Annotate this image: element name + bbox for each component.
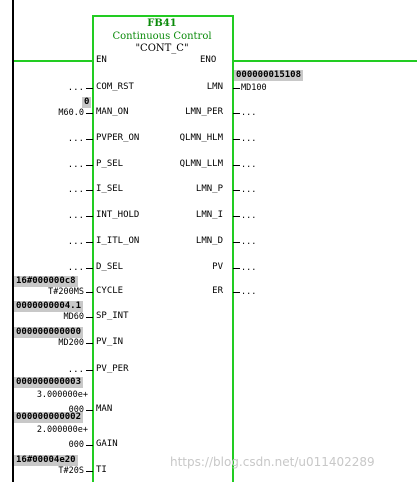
param-i-sel[interactable]: ... — [67, 185, 84, 195]
value-sp-int: 0000000004.1 — [14, 301, 84, 312]
param-ti[interactable]: T#20S — [58, 466, 84, 476]
pin-man-on: MAN_ON — [96, 107, 129, 117]
value-cycle: 16#000000c8 — [14, 276, 78, 287]
pin-connector — [86, 445, 93, 446]
pin-gain: GAIN — [96, 439, 118, 449]
param-qlmn-llm[interactable]: ... — [241, 160, 257, 170]
pin-connector — [86, 165, 93, 166]
pin-pvper-on: PVPER_ON — [96, 133, 140, 143]
param-lmn[interactable]: MD100 — [241, 83, 267, 93]
param-d-sel[interactable]: ... — [67, 263, 84, 273]
param-int-hold[interactable]: ... — [67, 211, 84, 221]
pin-cycle: CYCLE — [96, 286, 124, 296]
pin-ti: TI — [96, 465, 107, 475]
pin-connector — [86, 190, 93, 191]
param-gain-exp[interactable]: 000 — [68, 440, 84, 450]
eno-flow-line — [232, 60, 417, 62]
value-man-on: 0 — [82, 97, 92, 108]
pin-lmn: LMN — [206, 82, 223, 92]
left-power-rail — [12, 0, 14, 482]
pin-qlmn-llm: QLMN_LLM — [179, 159, 223, 169]
block-top-border — [92, 15, 234, 17]
watermark-text: https://blog.csdn.net/u011402289 — [170, 455, 375, 469]
param-pv[interactable]: ... — [241, 263, 257, 273]
param-pv-in[interactable]: MD200 — [58, 338, 84, 348]
pin-lmn-i: LMN_I — [195, 210, 223, 220]
block-description: Continuous Control — [112, 31, 212, 42]
pin-connector — [233, 190, 240, 191]
pin-connector — [233, 268, 240, 269]
block-right-border — [232, 15, 234, 482]
param-er[interactable]: ... — [241, 287, 257, 297]
pin-connector — [233, 139, 240, 140]
param-pv-per[interactable]: ... — [67, 365, 84, 375]
pin-connector — [86, 216, 93, 217]
pin-connector — [86, 113, 93, 114]
pin-connector — [233, 88, 240, 89]
param-p-sel[interactable]: ... — [67, 160, 84, 170]
pin-lmn-d: LMN_D — [195, 236, 223, 246]
param-lmn-p[interactable]: ... — [241, 185, 257, 195]
param-qlmn-hlm[interactable]: ... — [241, 134, 257, 144]
pin-p-sel: P_SEL — [96, 159, 124, 169]
value-pv-in: 000000000000 — [14, 327, 84, 338]
param-man-on[interactable]: M60.0 — [58, 108, 84, 118]
pin-i-itl-on: I_ITL_ON — [96, 236, 140, 246]
pin-connector — [86, 139, 93, 140]
pin-pv-in: PV_IN — [96, 337, 124, 347]
block-name: FB41 — [147, 18, 177, 29]
pin-man: MAN — [96, 404, 113, 414]
value-lmn: 000000015108 — [234, 70, 304, 81]
param-lmn-i[interactable]: ... — [241, 211, 257, 221]
param-gain[interactable]: 2.000000e+ — [36, 425, 88, 435]
pin-connector — [86, 268, 93, 269]
pin-sp-int: SP_INT — [96, 311, 129, 321]
pin-connector — [86, 343, 93, 344]
power-flow-line — [14, 60, 92, 62]
pin-connector — [86, 370, 93, 371]
pin-connector — [86, 292, 93, 293]
block-left-border — [92, 15, 94, 482]
pin-connector — [86, 410, 93, 411]
pin-d-sel: D_SEL — [96, 262, 124, 272]
pin-connector — [233, 165, 240, 166]
pin-en: EN — [96, 55, 107, 65]
block-symbol: "CONT_C" — [135, 43, 189, 54]
param-cycle[interactable]: T#200MS — [48, 287, 84, 297]
param-sp-int[interactable]: MD60 — [63, 312, 84, 322]
pin-er: ER — [212, 286, 223, 296]
param-com-rst[interactable]: ... — [67, 83, 84, 93]
param-pvper-on[interactable]: ... — [67, 134, 84, 144]
param-i-itl-on[interactable]: ... — [67, 237, 84, 247]
pin-i-sel: I_SEL — [96, 184, 124, 194]
pin-qlmn-hlm: QLMN_HLM — [179, 133, 223, 143]
value-man: 000000000003 — [14, 377, 84, 388]
param-lmn-per[interactable]: ... — [241, 108, 257, 118]
pin-connector — [233, 216, 240, 217]
pin-connector — [233, 292, 240, 293]
pin-lmn-p: LMN_P — [195, 184, 223, 194]
pin-connector — [233, 242, 240, 243]
param-lmn-d[interactable]: ... — [241, 237, 257, 247]
pin-connector — [233, 113, 240, 114]
pin-pv-per: PV_PER — [96, 364, 129, 374]
pin-connector — [86, 471, 93, 472]
param-man-exp[interactable]: 000 — [68, 405, 84, 415]
pin-connector — [86, 317, 93, 318]
param-man[interactable]: 3.000000e+ — [36, 390, 88, 400]
pin-connector — [86, 88, 93, 89]
value-gain: 000000000002 — [14, 412, 84, 423]
pin-com-rst: COM_RST — [96, 82, 134, 92]
pin-int-hold: INT_HOLD — [96, 210, 140, 220]
value-ti: 16#00004e20 — [14, 455, 78, 466]
pin-connector — [86, 242, 93, 243]
pin-lmn-per: LMN_PER — [185, 107, 223, 117]
pin-eno: ENO — [200, 55, 217, 65]
pin-pv: PV — [212, 262, 223, 272]
